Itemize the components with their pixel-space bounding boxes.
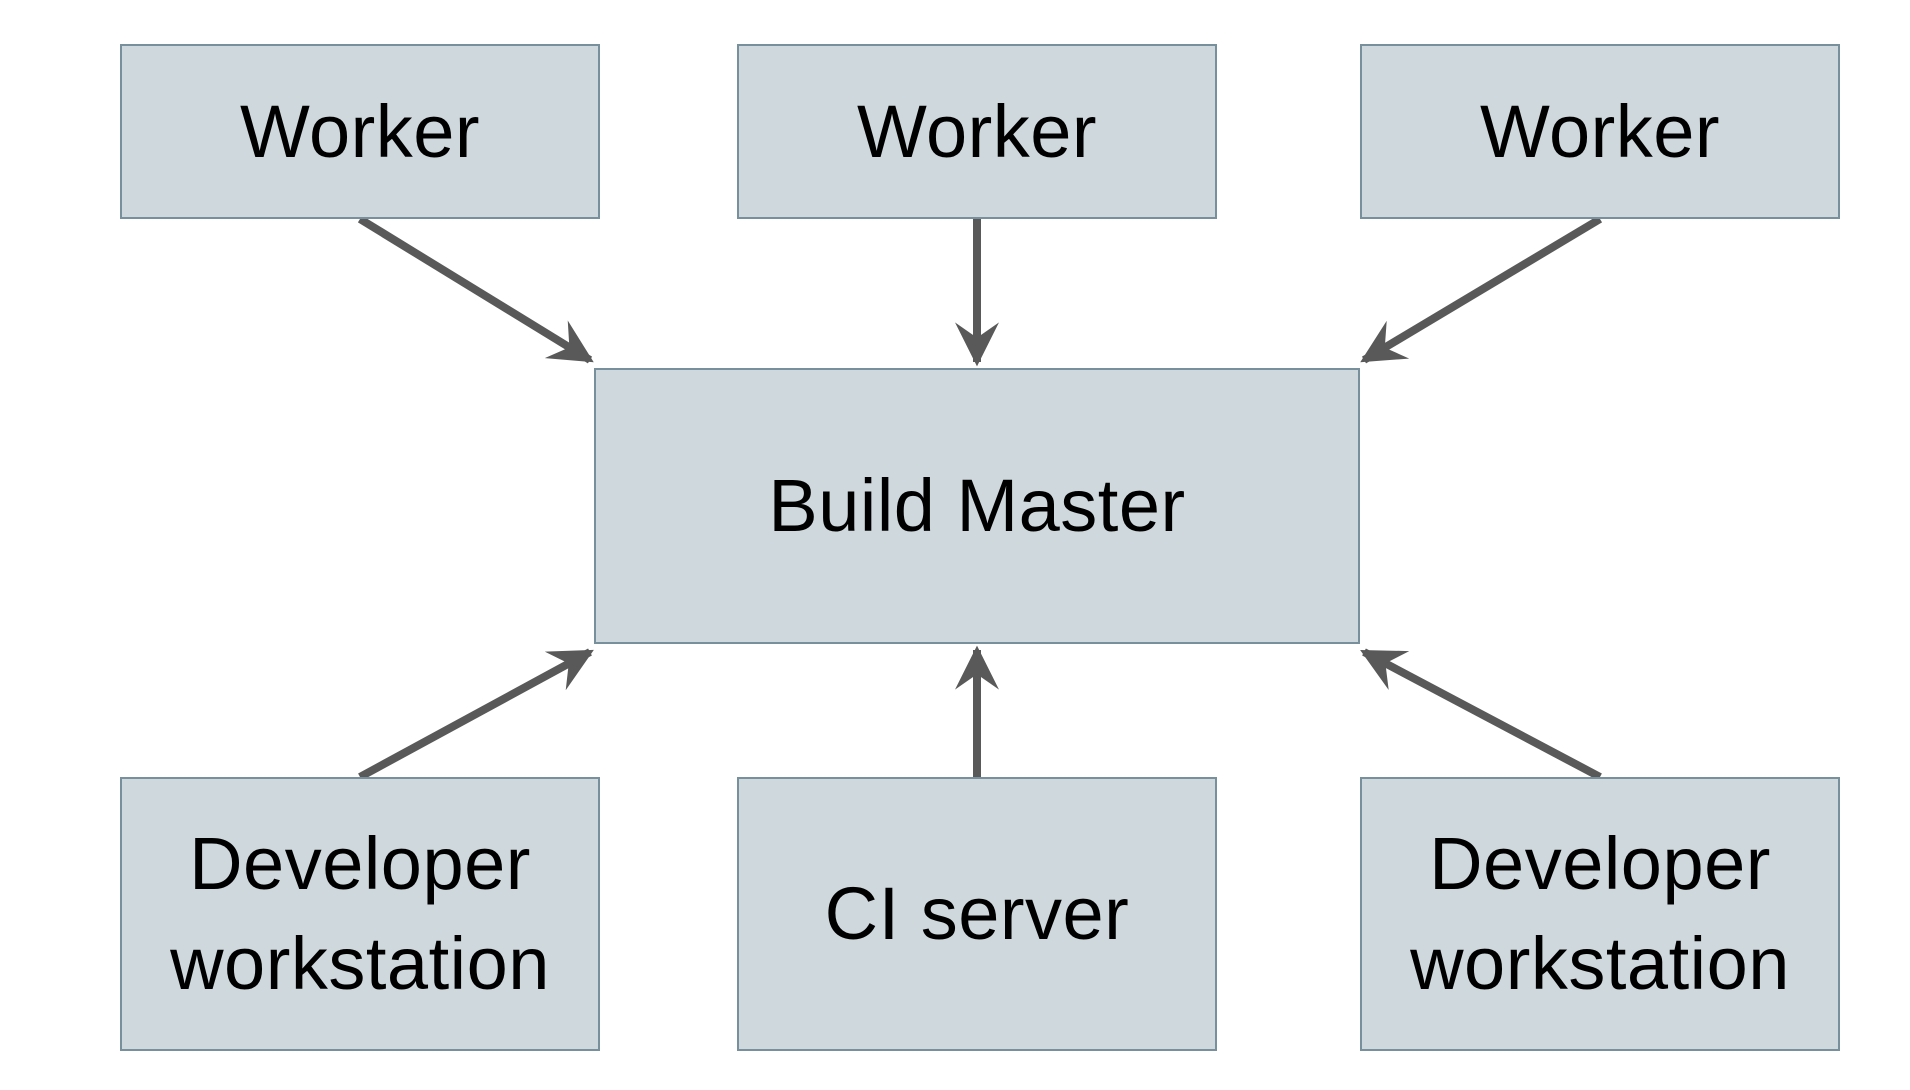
node-build-master-label: Build Master xyxy=(768,464,1186,548)
node-developer-workstation-2-label: Developer workstation xyxy=(1410,822,1790,1005)
arrow-developer-workstation-2-to-build-master xyxy=(1360,648,1602,781)
node-worker-3-label: Worker xyxy=(1479,89,1721,173)
node-worker-3: Worker xyxy=(1360,44,1840,219)
node-developer-workstation-2: Developer workstation xyxy=(1360,777,1840,1051)
node-worker-1-label: Worker xyxy=(239,89,481,173)
arrow-worker-1-to-build-master xyxy=(357,215,594,364)
node-developer-workstation-1-label: Developer workstation xyxy=(170,822,550,1005)
node-worker-1: Worker xyxy=(120,44,600,219)
node-worker-2: Worker xyxy=(737,44,1217,219)
node-ci-server-label: CI server xyxy=(824,872,1130,956)
node-ci-server: CI server xyxy=(737,777,1217,1051)
arrow-developer-workstation-1-to-build-master xyxy=(358,648,594,781)
arrow-worker-3-to-build-master xyxy=(1360,215,1603,364)
node-worker-2-label: Worker xyxy=(856,89,1098,173)
node-build-master: Build Master xyxy=(594,368,1360,644)
node-developer-workstation-1: Developer workstation xyxy=(120,777,600,1051)
